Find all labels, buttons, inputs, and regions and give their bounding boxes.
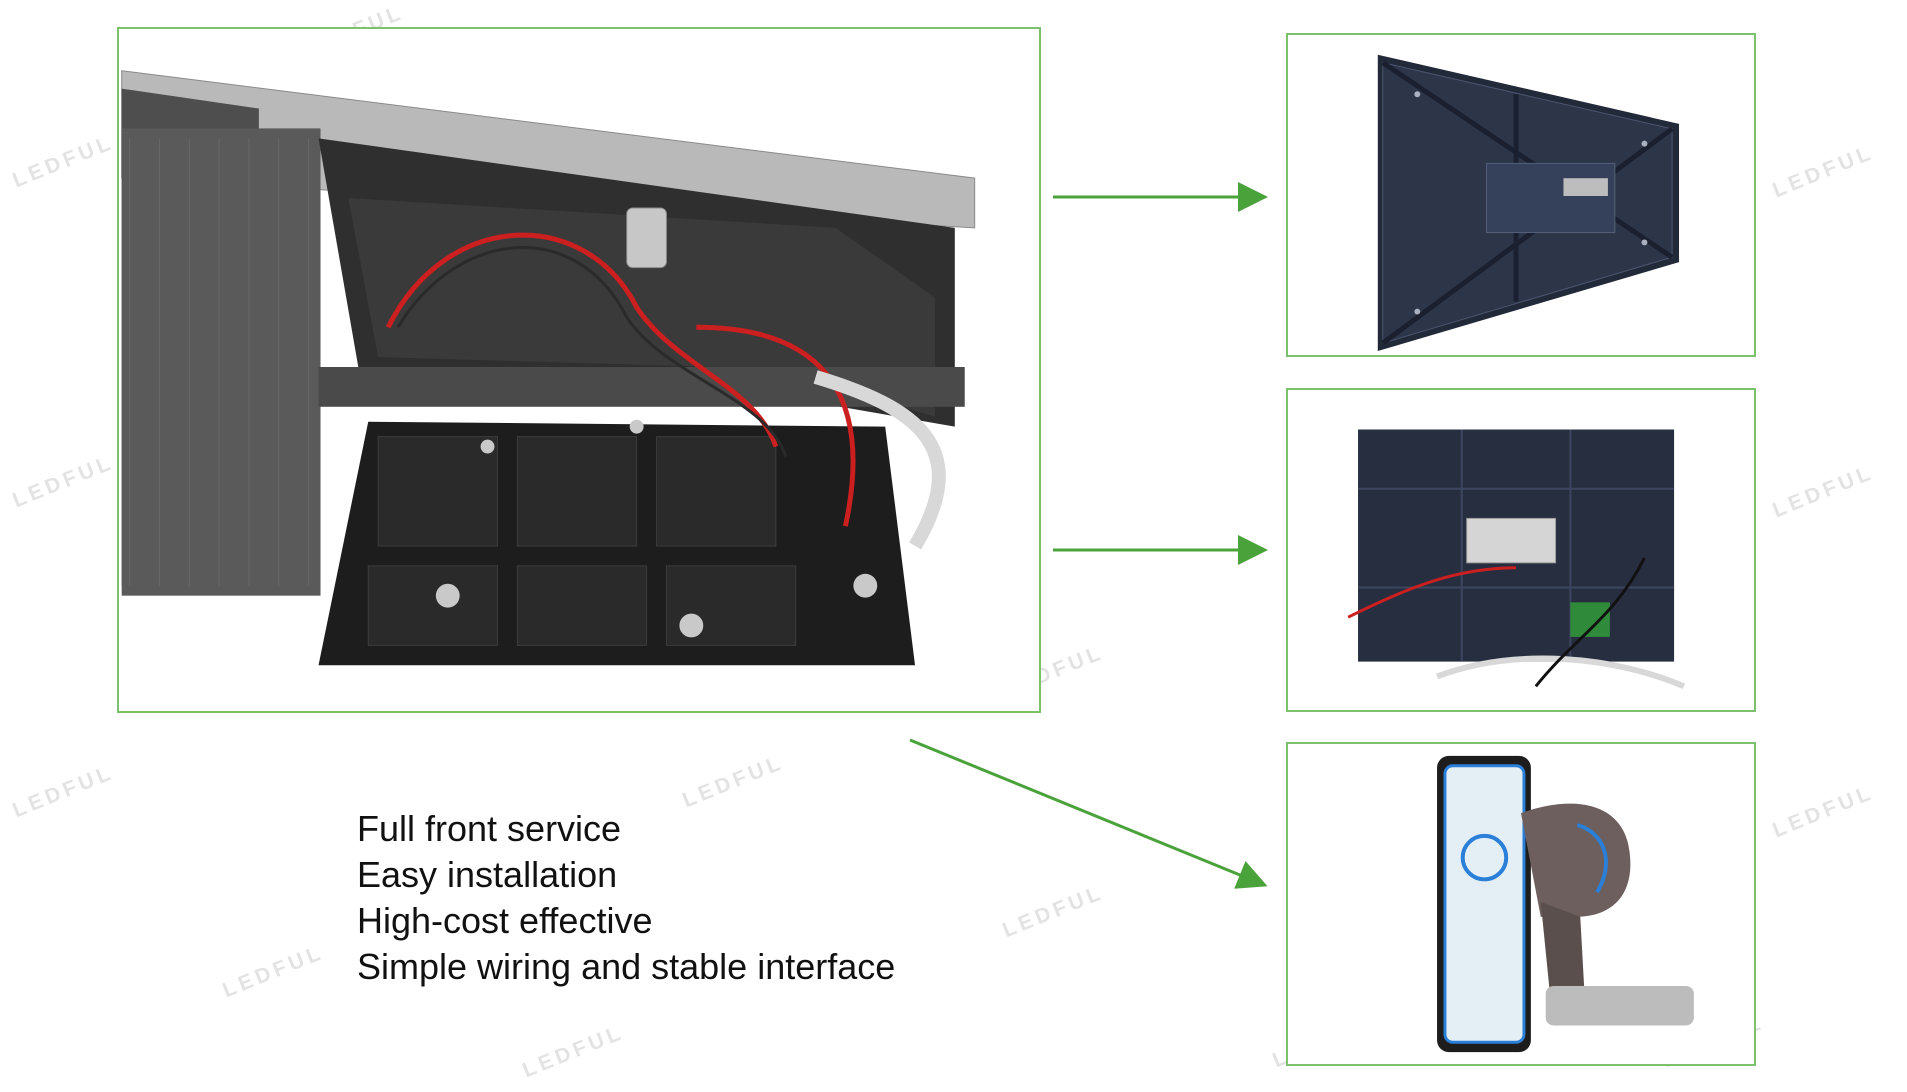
arrow-to-bottom-photo — [909, 738, 1268, 889]
led-module-back-photo — [1377, 54, 1680, 352]
feature-item: Simple wiring and stable interface — [357, 946, 896, 987]
feature-item: High-cost effective — [357, 900, 653, 941]
handle-tool-photo-frame — [1286, 742, 1756, 1066]
cabinet-wiring-photo-frame — [1286, 388, 1756, 712]
feature-item: Full front service — [357, 808, 622, 849]
feature-item: Easy installation — [357, 854, 618, 895]
module-back-photo-frame — [1286, 33, 1756, 357]
feature-list: Full front service Easy installation Hig… — [357, 806, 895, 990]
led-cabinet-front-service-photo — [121, 70, 976, 666]
magnetic-handle-tool-photo — [1437, 755, 1694, 1053]
main-photo-frame — [117, 27, 1041, 713]
led-cabinet-wiring-back-photo — [1347, 429, 1686, 690]
